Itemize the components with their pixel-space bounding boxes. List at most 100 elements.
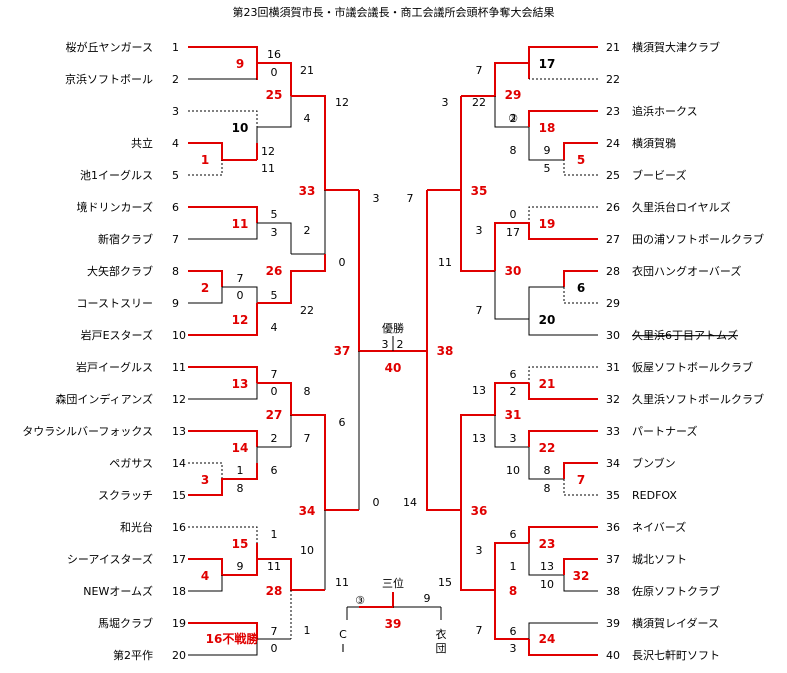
champion-label: 優勝 [382,321,404,335]
right-team-name: パートナーズ [632,424,697,438]
score-value: 5 [544,162,551,175]
score-value: 9 [237,560,244,573]
game-number: 24 [539,632,556,646]
score-value: 3 [442,96,449,109]
score-value: 7 [271,368,278,381]
left-team-name: シーアイスターズ [67,552,153,566]
game-number: 34 [299,504,316,518]
right-team-name: 長沢七軒町ソフト [632,648,720,662]
game-number: 33 [299,184,316,198]
score-value: 5 [271,289,278,302]
score-value: 2 [397,338,404,351]
game-number: 6 [577,281,585,295]
game-number: 21 [539,377,556,391]
right-team-seed: 28 [606,265,620,278]
right-team-name: ネイバーズ [632,520,686,534]
right-team-name: 久里浜ソフトボールクラブ [632,392,764,406]
right-team-seed: 24 [606,137,620,150]
game-number: 39 [385,617,402,631]
score-value: 13 [540,560,554,573]
right-team-name: 横須賀大津クラブ [632,40,720,54]
game-number: 36 [471,504,488,518]
game-number: 32 [573,569,590,583]
score-value: 7 [407,192,414,205]
right-team-name: 衣団ハングオーバーズ [632,264,741,278]
score-value: 2 [510,385,517,398]
right-team-seed: 39 [606,617,620,630]
left-team-seed: 18 [172,585,186,598]
game-number: 19 [539,217,556,231]
score-value: 0 [373,496,380,509]
right-team-name: ブービーズ [632,168,686,182]
left-team-name: 森団インディアンズ [55,392,153,406]
right-team-name: 久里浜台ロイヤルズ [632,200,731,214]
score-value: 11 [267,560,281,573]
score-value: 8 [237,482,244,495]
score-value: 5 [271,208,278,221]
score-value: 11 [335,576,349,589]
score-value: 1 [271,528,278,541]
right-team-seed: 29 [606,297,620,310]
left-team-name: 第2平作 [113,648,153,662]
score-value: 10 [506,464,520,477]
left-team-seed: 14 [172,457,186,470]
right-team-seed: 25 [606,169,620,182]
score-value: 0 [510,208,517,221]
score-value: 7 [304,432,311,445]
right-team-seed: 23 [606,105,620,118]
left-team-seed: 7 [172,233,179,246]
score-value: 16 [267,48,281,61]
game-number: 40 [385,361,402,375]
left-team-seed: 5 [172,169,179,182]
score-value: 10 [540,578,554,591]
game-number: 35 [471,184,488,198]
game-number: 15 [232,537,249,551]
score-value: 8 [544,464,551,477]
third-place-right-team: 団 [436,642,447,655]
score-value: 13 [472,432,486,445]
third-place-label: 三位 [382,576,404,590]
game-number: 3 [201,473,209,487]
right-team-seed: 32 [606,393,620,406]
score-value: 1 [304,624,311,637]
score-value: 12 [335,96,349,109]
left-team-name: 岩戸Eスターズ [81,328,153,342]
score-value: 8 [544,482,551,495]
left-team-seed: 1 [172,41,179,54]
score-value: 0 [237,289,244,302]
left-team-name: スクラッチ [98,489,153,502]
score-value: 12 [261,145,275,158]
game-number: 10 [232,121,249,135]
right-team-name: 佐原ソフトクラブ [632,584,720,598]
game-number: 17 [539,57,556,71]
circled-mark: ③ [355,594,365,607]
left-team-seed: 12 [172,393,186,406]
left-team-seed: 6 [172,201,179,214]
score-value: 7 [476,624,483,637]
game-number: 8 [509,584,517,598]
left-team-name: タウラシルバーフォックス [22,425,153,438]
right-team-seed: 21 [606,41,620,54]
left-team-seed: 11 [172,361,186,374]
circled-mark: ③ [508,112,518,125]
right-team-seed: 30 [606,329,620,342]
third-place-left-team: C [339,628,347,641]
score-value: 22 [300,304,314,317]
left-team-seed: 19 [172,617,186,630]
game-number: 20 [539,313,556,327]
game-number: 26 [266,264,283,278]
third-place-left-team: I [341,642,344,655]
score-value: 17 [506,226,520,239]
score-value: 2 [304,224,311,237]
left-team-name: 馬堀クラブ [98,616,153,630]
score-value: 10 [300,544,314,557]
left-team-seed: 15 [172,489,186,502]
score-value: 9 [544,144,551,157]
left-team-seed: 16 [172,521,186,534]
game-number: 2 [201,281,209,295]
score-value: 7 [237,272,244,285]
game-number: 23 [539,537,556,551]
game-number: 25 [266,88,283,102]
